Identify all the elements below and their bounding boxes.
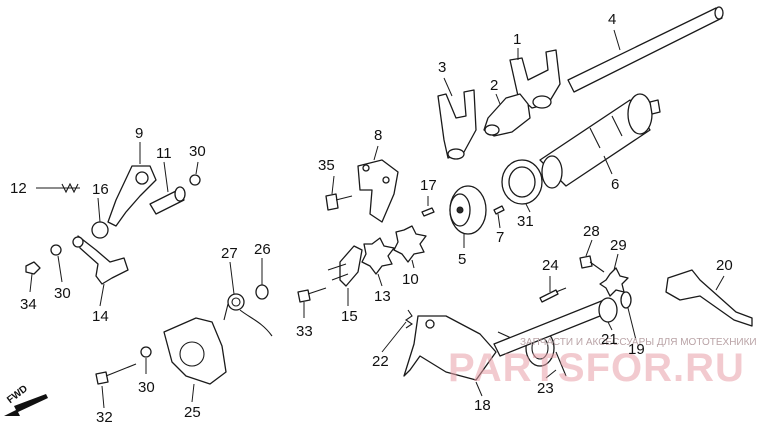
collar-16 <box>91 221 109 239</box>
star-cam-10 <box>393 225 427 263</box>
dowel-pin <box>421 207 435 217</box>
drum-stopper-plate <box>357 159 399 223</box>
pin <box>493 205 505 215</box>
stopper-arm-14 <box>72 235 129 285</box>
callout-19: 19 <box>628 341 645 358</box>
bearing <box>501 159 543 205</box>
leader-lines <box>29 29 725 409</box>
callout-10: 10 <box>402 271 419 288</box>
callout-30-upper: 30 <box>189 143 206 160</box>
callout-7: 7 <box>496 229 505 246</box>
spring-12 <box>60 182 80 194</box>
guide-plate-25 <box>163 317 227 385</box>
shift-fork-3 <box>437 89 477 160</box>
callout-9: 9 <box>135 125 144 142</box>
callout-13: 13 <box>374 288 391 305</box>
callout-22: 22 <box>372 353 389 370</box>
callout-4: 4 <box>608 11 617 28</box>
bolt-33 <box>297 287 327 303</box>
shift-fork-shaft <box>567 6 724 93</box>
bolt-32 <box>95 363 137 385</box>
drum-center <box>449 185 487 235</box>
collar-26 <box>255 284 269 300</box>
plate-15 <box>327 245 363 287</box>
gearshift-plate-18 <box>403 315 497 381</box>
callout-5: 5 <box>458 251 467 268</box>
watermark-caption: ЗАПЧАСТИ И АКСЕССУАРЫ ДЛЯ МОТОТЕХНИКИ <box>520 337 757 348</box>
washer-30-upper <box>189 174 201 186</box>
washer-30-lower <box>140 346 152 358</box>
callout-28: 28 <box>583 223 600 240</box>
callout-34: 34 <box>20 296 37 313</box>
callout-27: 27 <box>221 245 238 262</box>
shift-shaft-20 <box>665 269 753 327</box>
forward-direction-marker: FWD <box>2 383 54 418</box>
callout-8: 8 <box>374 127 383 144</box>
callout-21: 21 <box>601 331 618 348</box>
callout-26: 26 <box>254 241 271 258</box>
callout-14: 14 <box>92 308 109 325</box>
callout-1: 1 <box>513 31 522 48</box>
callout-11: 11 <box>156 145 172 162</box>
callout-29: 29 <box>610 237 627 254</box>
nut-34 <box>25 261 41 275</box>
washer-19 <box>620 291 632 309</box>
bolt-11 <box>149 186 186 215</box>
callout-25: 25 <box>184 404 201 421</box>
watermark: PARTSFOR.RU <box>448 346 745 390</box>
star-cam-13 <box>361 237 395 275</box>
callout-20: 20 <box>716 257 733 274</box>
star-29 <box>599 267 629 297</box>
bolt-28 <box>579 255 605 273</box>
shift-fork-2 <box>483 93 531 137</box>
bolt-35 <box>325 193 353 211</box>
return-spring-27 <box>223 293 273 337</box>
callout-23: 23 <box>537 380 554 397</box>
callout-31: 31 <box>517 213 534 230</box>
callout-35: 35 <box>318 157 335 174</box>
callout-30-lower: 30 <box>138 379 155 396</box>
callout-24: 24 <box>542 257 559 274</box>
callout-17: 17 <box>420 177 437 194</box>
callout-18: 18 <box>474 397 491 414</box>
callout-16: 16 <box>92 181 109 198</box>
callout-12: 12 <box>10 180 27 197</box>
shift-arm-9 <box>107 165 157 227</box>
gearshift-spindle-21 <box>493 297 618 357</box>
callout-3: 3 <box>438 59 447 76</box>
callout-32: 32 <box>96 409 113 426</box>
callout-6: 6 <box>611 176 620 193</box>
pin-24 <box>539 287 567 303</box>
callout-15: 15 <box>341 308 358 325</box>
forward-arrow-icon <box>4 394 48 416</box>
callout-2: 2 <box>490 77 499 94</box>
callout-33: 33 <box>296 323 313 340</box>
washer-30-mid <box>50 244 62 256</box>
shift-drum <box>539 93 661 189</box>
shift-fork-1 <box>509 49 561 109</box>
callout-30-mid: 30 <box>54 285 71 302</box>
spring-22 <box>405 309 413 329</box>
